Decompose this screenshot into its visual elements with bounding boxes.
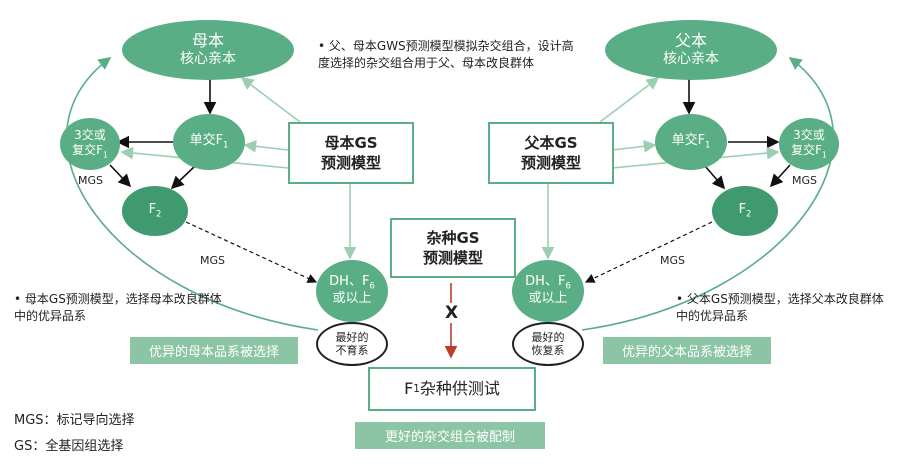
female-model-line2: 预测模型 bbox=[320, 154, 381, 172]
female-mgs-label-1: MGS bbox=[78, 174, 103, 187]
male-threeway-sub: 1 bbox=[821, 150, 827, 160]
female-dh-line1: DH、F bbox=[329, 274, 370, 290]
female-threeway-node: 3交或 复交F1 bbox=[60, 118, 120, 170]
hybrid-model-line2: 预测模型 bbox=[422, 249, 483, 267]
female-single-cross-sub: 1 bbox=[223, 140, 229, 151]
best-restorer-line1: 最好的 bbox=[531, 330, 565, 344]
note-female: • 母本GS预测模型，选择母本改良群体中的优异品系 bbox=[14, 292, 222, 324]
male-model-line2: 预测模型 bbox=[520, 154, 581, 172]
male-dh-node: DH、F6 或以上 bbox=[512, 260, 584, 322]
best-restorer-line2: 恢复系 bbox=[531, 344, 565, 357]
male-gs-model-box: 父本GS 预测模型 bbox=[488, 122, 614, 184]
hybrid-model-line1: 杂种GS bbox=[426, 228, 480, 247]
male-mgs-label-2: MGS bbox=[660, 254, 685, 267]
arrow-single-to-f2-r bbox=[704, 165, 726, 190]
female-single-cross-node: 单交F1 bbox=[173, 114, 245, 170]
female-single-cross-label: 单交F bbox=[189, 133, 224, 149]
male-parent-title: 父本 bbox=[674, 31, 707, 51]
male-selected-bar: 优异的父本品系被选择 bbox=[603, 337, 771, 364]
female-parent-subtitle: 核心亲本 bbox=[180, 51, 236, 68]
female-dh-node: DH、F6 或以上 bbox=[316, 260, 388, 322]
female-feedback-curve bbox=[66, 57, 319, 331]
female-f2-label: F bbox=[148, 202, 157, 218]
female-dh-sub: 6 bbox=[369, 280, 375, 291]
male-dh-line2: 或以上 bbox=[528, 291, 568, 307]
male-parent-node: 父本 核心亲本 bbox=[605, 20, 777, 80]
best-sterile-line-oval: 最好的 不育系 bbox=[316, 322, 388, 366]
male-single-cross-label: 单交F bbox=[671, 133, 706, 149]
note-male: • 父本GS预测模型，选择父本改良群体中的优异品系 bbox=[676, 292, 884, 324]
female-threeway-line1: 3交或 bbox=[74, 127, 106, 142]
hybrid-test-text: 杂种供测试 bbox=[419, 379, 500, 399]
male-mgs-label-1: MGS bbox=[792, 174, 817, 187]
female-f2-node: F2 bbox=[122, 186, 188, 236]
male-single-cross-sub: 1 bbox=[705, 140, 711, 151]
male-threeway-node: 3交或 复交F1 bbox=[779, 118, 839, 170]
female-threeway-sub: 1 bbox=[102, 150, 108, 160]
male-dh-line1: DH、F bbox=[525, 274, 566, 290]
arrow-mmodel-to-single bbox=[611, 139, 657, 153]
female-dh-line2: 或以上 bbox=[332, 291, 372, 307]
male-threeway-line2: 复交F bbox=[791, 142, 822, 157]
arrow-fmodel-to-single bbox=[243, 139, 289, 153]
best-restorer-line-oval: 最好的 恢复系 bbox=[512, 322, 584, 366]
female-gs-model-box: 母本GS 预测模型 bbox=[288, 122, 414, 184]
best-sterile-line1: 最好的 bbox=[335, 330, 369, 344]
legend-gs: GS：全基因组选择 bbox=[14, 439, 124, 454]
male-dh-sub: 6 bbox=[565, 280, 571, 291]
male-f2-label: F bbox=[738, 202, 747, 218]
arrow-single-to-f2 bbox=[170, 165, 196, 190]
female-parent-title: 母本 bbox=[191, 31, 224, 51]
male-model-line1: 父本GS bbox=[524, 133, 578, 152]
male-threeway-line1: 3交或 bbox=[793, 127, 825, 142]
hybrid-test-sub: 1 bbox=[413, 382, 420, 395]
female-parent-node: 母本 核心亲本 bbox=[122, 20, 294, 80]
male-single-cross-node: 单交F1 bbox=[655, 114, 727, 170]
note-top: • 父、母本GWS预测模型模拟杂交组合，设计高度选择的杂交组合用于父、母本改良群… bbox=[318, 39, 574, 71]
arrow-threeway-to-f2-r bbox=[769, 164, 791, 188]
female-selected-bar: 优异的母本品系被选择 bbox=[130, 337, 298, 364]
arrow-f2-to-dh-left bbox=[185, 221, 318, 283]
arrow-mmodel-to-parent bbox=[599, 77, 660, 123]
best-sterile-line2: 不育系 bbox=[335, 344, 369, 357]
legend-mgs: MGS：标记导向选择 bbox=[14, 413, 135, 428]
male-feedback-curve bbox=[581, 57, 834, 331]
arrow-threeway-to-f2 bbox=[109, 164, 132, 188]
combo-configured-bar: 更好的杂交组合被配制 bbox=[355, 422, 545, 449]
hybrid-test-prefix: F bbox=[404, 379, 414, 399]
male-f2-node: F2 bbox=[712, 186, 778, 236]
male-parent-subtitle: 核心亲本 bbox=[663, 51, 719, 68]
female-f2-sub: 2 bbox=[156, 209, 162, 220]
female-mgs-label-2: MGS bbox=[200, 254, 225, 267]
cross-mark: X bbox=[442, 303, 462, 323]
female-model-line1: 母本GS bbox=[324, 133, 378, 152]
arrow-f2-to-dh-right bbox=[584, 221, 713, 283]
arrow-fmodel-to-parent bbox=[240, 77, 301, 123]
hybrid-gs-model-box: 杂种GS 预测模型 bbox=[390, 218, 516, 278]
male-f2-sub: 2 bbox=[746, 209, 752, 220]
female-threeway-line2: 复交F bbox=[72, 142, 103, 157]
